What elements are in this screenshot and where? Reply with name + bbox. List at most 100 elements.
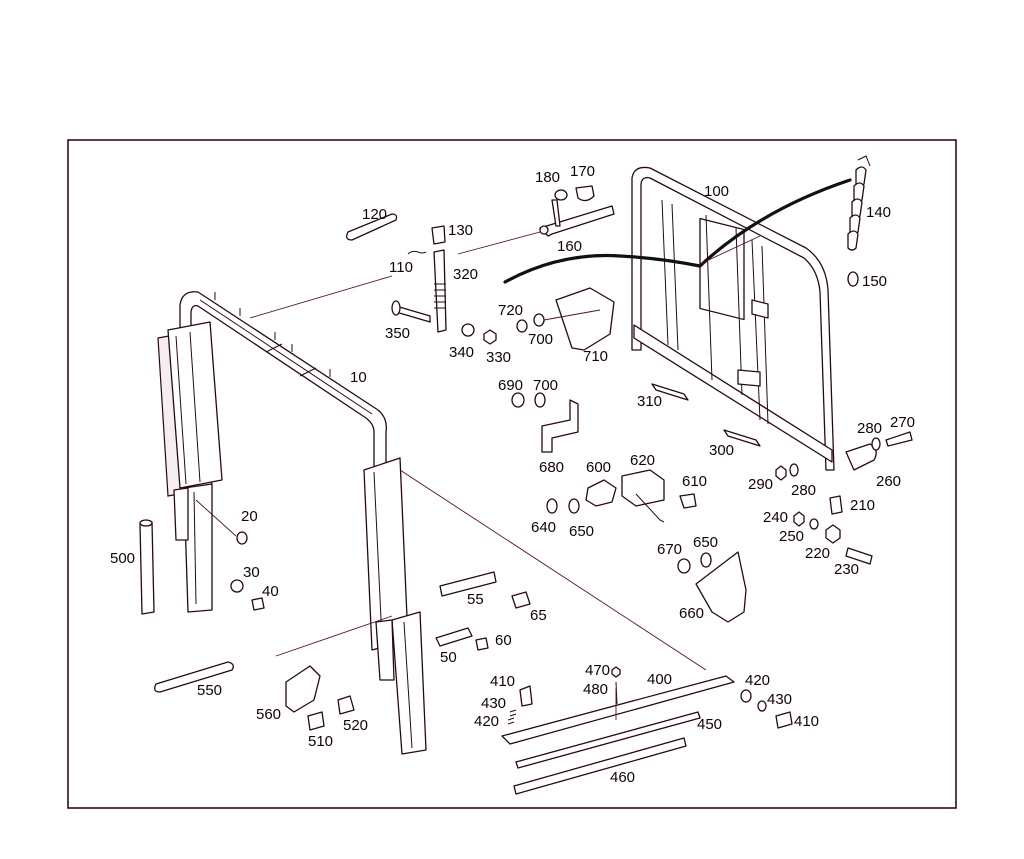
cable-right [698,178,852,268]
bracket-620-part [621,469,665,507]
block-510-part [307,711,325,731]
callout-230: 230 [834,561,859,578]
callout-650a: 650 [569,523,594,540]
callout-500: 500 [110,550,135,567]
callout-510: 510 [308,733,333,750]
bushing-720-part [516,319,528,333]
cable-left [503,253,702,284]
callout-520: 520 [343,717,368,734]
callout-690: 690 [498,377,523,394]
hinge-260-part [845,443,877,471]
rail-400-part [501,675,735,745]
callout-240: 240 [763,509,788,526]
plate-55-part [439,571,497,597]
callout-130: 130 [448,222,473,239]
washer-650a-part [568,498,580,514]
bracket-710-part [555,287,615,351]
bushing-670-part [677,558,691,574]
ring-150-part [847,271,859,287]
callout-670: 670 [657,541,682,558]
washer-640-part [546,498,558,514]
callout-10: 10 [350,369,367,386]
callout-280b: 280 [791,482,816,499]
callout-350: 350 [385,325,410,342]
nut-330-part [483,329,497,345]
bolt-230-part [845,547,873,565]
callout-650b: 650 [693,534,718,551]
washer-280b-part [789,463,799,477]
callout-560: 560 [256,706,281,723]
callout-720: 720 [498,302,523,319]
callout-430b: 430 [767,691,792,708]
callout-320: 320 [453,266,478,283]
bolt-410a-part [519,685,533,707]
callout-260: 260 [876,473,901,490]
callout-700b: 700 [533,377,558,394]
washer-650b-part [700,552,712,568]
callout-610: 610 [682,473,707,490]
callout-110: 110 [389,259,413,276]
callout-340: 340 [449,344,474,361]
callout-450: 450 [697,716,722,733]
callout-710: 710 [583,348,608,365]
callout-410b: 410 [794,713,819,730]
washer-280a-part [871,437,881,451]
washer-30-part [230,579,244,593]
callout-250: 250 [779,528,804,545]
screw-40-part [251,597,265,611]
callout-460: 460 [610,769,635,786]
sleeve-130-part [431,225,446,245]
pin-480-part [615,681,618,705]
callout-410a: 410 [490,673,515,690]
bolt-410b-part [775,711,793,729]
callout-40: 40 [262,583,279,600]
spring-430a-part [509,709,517,717]
washer-420b-part [740,689,752,703]
washer-700a-part [533,313,545,327]
callout-160: 160 [557,238,582,255]
rod-120-part [346,213,398,241]
screw-60-part [475,637,489,651]
bracket-560-part [285,665,321,713]
washer-340-part [461,323,475,337]
spring-420a-part [507,717,515,725]
washer-430b-part [757,700,767,712]
screw-610-part [679,493,697,509]
bolt-270-part [885,431,913,447]
sleeve-210-part [829,495,843,515]
callout-65: 65 [530,607,547,624]
callout-170: 170 [570,163,595,180]
callout-470: 470 [585,662,610,679]
nut-220-part [825,524,841,544]
callout-400: 400 [647,671,672,688]
tube-500-part [139,521,155,615]
callout-480: 480 [583,681,608,698]
nut-240-part [793,511,805,527]
callout-280a: 280 [857,420,882,437]
cap-170-part [575,185,595,202]
bolt-350-part [395,305,431,323]
clip-310-part [651,383,689,401]
rail-450-part [515,711,701,769]
callout-55: 55 [467,591,484,608]
callout-210: 210 [850,497,875,514]
callout-290: 290 [748,476,773,493]
callout-270: 270 [890,414,915,431]
callout-550: 550 [197,682,222,699]
callout-150: 150 [862,273,887,290]
screw-520-part [337,695,355,715]
leader-lines [195,231,761,720]
callout-labels: 10 20 30 40 50 55 60 65 100 110 120 130 … [110,163,915,786]
nut-470-part [611,666,621,678]
washer-180-part [554,189,568,201]
plate-50-part [435,627,473,647]
chain-part [847,155,871,251]
callout-180: 180 [535,169,560,186]
callout-310: 310 [637,393,662,410]
rod-550-part [154,661,234,693]
callout-620: 620 [630,452,655,469]
callout-600: 600 [586,459,611,476]
callout-640: 640 [531,519,556,536]
front-frame-pins [214,292,331,377]
